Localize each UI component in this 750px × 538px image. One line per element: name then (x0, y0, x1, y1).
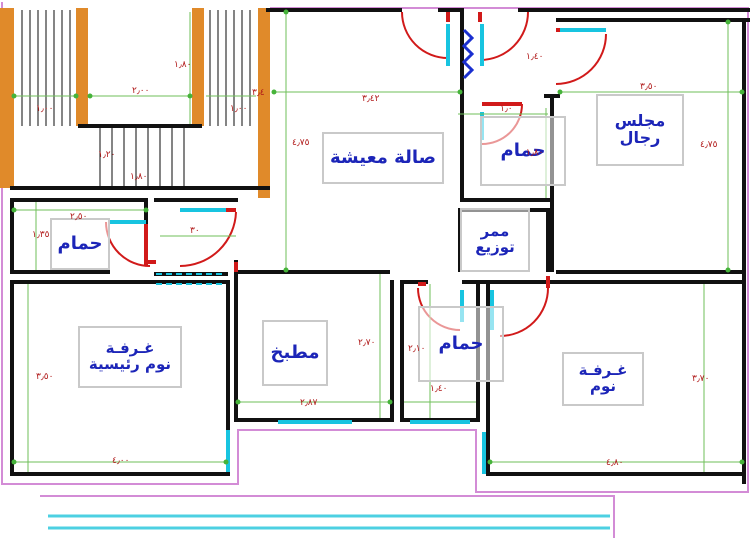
dim-bath-left-h: ١٫٣٥ (32, 230, 50, 240)
dim-door-w: ٣٠ (190, 226, 200, 236)
dim-living-h: ٤٫٧٥ (292, 138, 310, 148)
walls (10, 8, 750, 484)
dim-master-w: ٤٫٠٠ (112, 456, 130, 466)
dim-stair-w2: ٢٫٠٠ (132, 86, 150, 96)
bottom-cyan-lines (48, 514, 610, 530)
dim-stair-h1: ١٫٨٠ (174, 60, 192, 70)
stair-walls (0, 8, 270, 198)
dim-bedroom-h: ٣٫٧٠ (692, 374, 710, 384)
dimension-ticks (11, 9, 745, 465)
room-label-living: صالة معيشة (322, 132, 444, 184)
dimension-lines (14, 12, 742, 472)
room-label-bath-top: حمام (480, 116, 566, 186)
dim-bath-top-h: ١٫٨٠ (526, 148, 544, 158)
dim-bath-top-w: ١٫٤٠ (526, 52, 544, 62)
dim-bath-left-w: ٢٫٥٠ (70, 212, 88, 222)
stair-treads (21, 10, 251, 188)
room-label-kitchen: مطبخ (262, 320, 328, 386)
room-label-majlis: مجلس رجال (596, 94, 684, 166)
dim-kitchen-w: ٢٫٨٧ (300, 398, 318, 408)
zigzag-pipe (461, 28, 475, 80)
dim-stair-h3: ١٫٢٠ (98, 150, 116, 160)
window-dashed (156, 273, 226, 285)
dim-stair-w3: ١٫٠٠ (230, 104, 248, 114)
dim-majlis-w: ٣٫٥٠ (640, 82, 658, 92)
room-label-bedroom: غـرفـة نوم (562, 352, 644, 406)
room-label-master-bedroom: غـرفـة نوم رئيسية (78, 326, 182, 388)
dim-stair-w4: ١٫٨٠ (130, 172, 148, 182)
dim-master-h: ٣٫٥٠ (36, 372, 54, 382)
dim-stair-h2: ٣٫٤ (252, 88, 265, 98)
room-label-bath-left: حمام (50, 218, 110, 270)
room-label-corridor: ممر توزيع (460, 208, 530, 272)
dim-bath-mid-h: ٢٫١٠ (408, 344, 426, 354)
dim-living-w: ٣٫٤٢ (362, 94, 380, 104)
room-label-bath-mid: حمام (418, 306, 504, 382)
dim-stair-w1: ١٫٠٠ (36, 104, 54, 114)
dim-bedroom-w: ٤٫٨٠ (606, 458, 624, 468)
dim-majlis-h: ٤٫٧٥ (700, 140, 718, 150)
dim-bath-mid-w: ١٫٤٠ (430, 384, 448, 394)
dim-bath-top-w2: ١٫٠ (500, 104, 513, 114)
dim-kitchen-h: ٢٫٧٠ (358, 338, 376, 348)
